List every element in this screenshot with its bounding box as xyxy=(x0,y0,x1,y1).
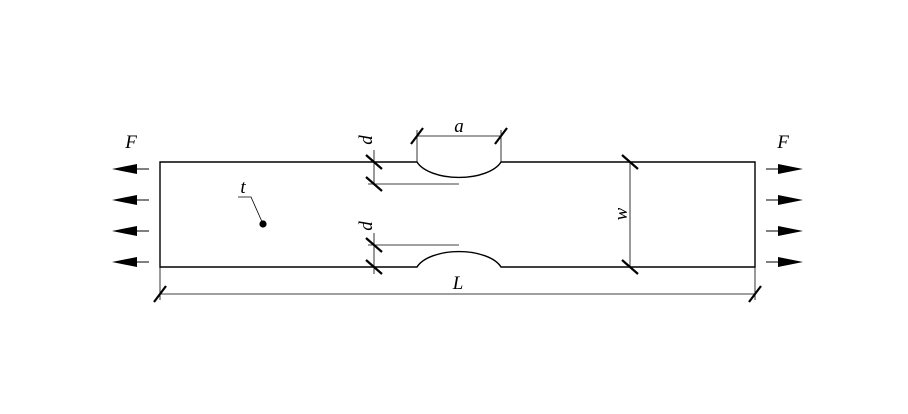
notch-depth-bottom-label: d xyxy=(356,221,377,231)
force-arrow-right xyxy=(766,257,803,267)
force-arrow-head xyxy=(112,195,137,205)
force-arrow-head xyxy=(112,164,137,174)
force-arrows-left xyxy=(112,164,149,267)
notch-width-dimension: a xyxy=(410,116,508,162)
notch-depth-top-tick-lower xyxy=(365,176,383,192)
force-arrows-right xyxy=(766,164,803,267)
notch-depth-bottom-dimension: d xyxy=(356,221,459,275)
thickness-leader xyxy=(238,196,264,225)
notch-depth-bottom-tick-lower xyxy=(365,259,383,275)
force-arrow-left xyxy=(112,226,149,236)
length-label: L xyxy=(452,273,464,294)
force-arrow-head xyxy=(778,257,803,267)
force-right-label: F xyxy=(776,132,789,153)
force-arrow-right xyxy=(766,164,803,174)
force-left-label: F xyxy=(124,132,137,153)
force-arrow-left xyxy=(112,195,149,205)
notch-depth-top-label: d xyxy=(356,135,377,145)
force-arrow-head xyxy=(778,195,803,205)
thickness-label: t xyxy=(240,177,246,198)
width-tick-top xyxy=(621,154,639,170)
width-label: w xyxy=(611,207,632,220)
force-arrow-head xyxy=(112,226,137,236)
length-tick-right xyxy=(748,285,762,303)
force-arrow-head xyxy=(778,226,803,236)
force-arrow-right xyxy=(766,195,803,205)
force-arrow-head xyxy=(112,257,137,267)
force-arrow-left xyxy=(112,164,149,174)
length-dimension: L xyxy=(153,267,762,303)
width-dimension: w xyxy=(611,154,639,275)
force-arrow-left xyxy=(112,257,149,267)
notch-depth-bottom-tick-upper xyxy=(365,237,383,253)
notch-width-tick-right xyxy=(494,127,508,145)
notch-depth-top-tick-upper xyxy=(365,154,383,170)
length-tick-left xyxy=(153,285,167,303)
specimen-outline xyxy=(159,161,756,268)
notch-depth-top-dimension: d xyxy=(356,135,459,192)
force-arrow-right xyxy=(766,226,803,236)
force-arrow-head xyxy=(778,164,803,174)
notch-width-label: a xyxy=(454,116,464,137)
thickness-point xyxy=(259,220,267,228)
width-tick-bottom xyxy=(621,259,639,275)
notch-width-tick-left xyxy=(410,127,424,145)
thickness-callout: t xyxy=(238,177,267,228)
